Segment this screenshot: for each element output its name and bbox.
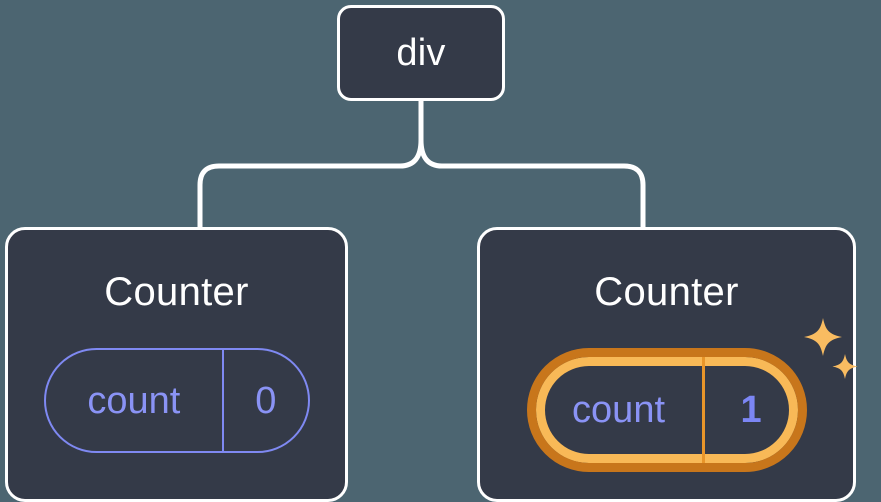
state-value-right: 1 bbox=[740, 389, 762, 431]
node-div-label: div bbox=[396, 32, 446, 74]
state-value-left: 0 bbox=[255, 379, 277, 422]
state-key-right: count bbox=[572, 389, 666, 431]
sparkle-large-icon bbox=[803, 318, 842, 356]
sparkle-small-icon bbox=[832, 354, 857, 379]
node-counter-left[interactable]: Counter count 0 bbox=[5, 227, 348, 502]
state-pill-divider-left bbox=[222, 350, 225, 451]
state-pill-divider-right bbox=[701, 357, 705, 463]
node-div[interactable]: div bbox=[337, 5, 505, 101]
state-pill-left[interactable]: count 0 bbox=[43, 348, 310, 453]
node-counter-left-title: Counter bbox=[104, 270, 249, 314]
state-key-left: count bbox=[87, 379, 181, 422]
connector-to-right-child bbox=[418, 137, 646, 230]
state-pill-right[interactable]: count 1 bbox=[526, 348, 807, 472]
node-counter-right-title: Counter bbox=[594, 270, 739, 314]
state-pill-wrap-left: count 0 bbox=[43, 348, 310, 453]
connector-to-left-child bbox=[197, 137, 424, 230]
node-counter-right[interactable]: Counter count 1 bbox=[477, 227, 857, 502]
state-pill-wrap-right: count 1 bbox=[526, 318, 857, 472]
sparkle-group bbox=[803, 318, 857, 379]
